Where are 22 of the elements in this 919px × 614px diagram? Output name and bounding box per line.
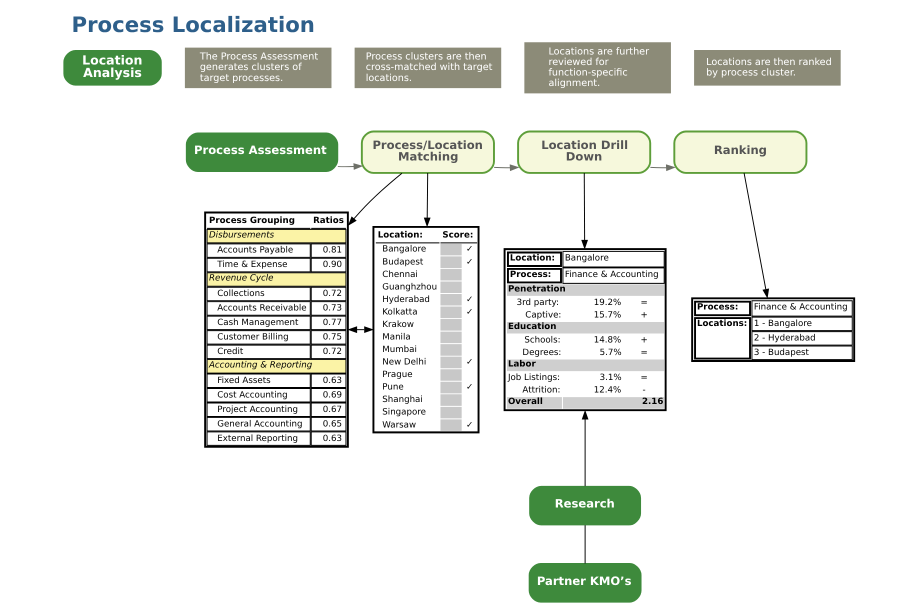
node-box: The Process Assessment generates clusters of target processes. (184, 48, 332, 88)
diagram-title: Process Localization (72, 12, 315, 38)
node-box: Locations are further reviewed for function-specific alignment. (524, 42, 671, 94)
node-box: Research (529, 486, 642, 526)
arrow (650, 164, 676, 172)
arrow (744, 172, 770, 299)
arrow (581, 172, 588, 250)
node-box: Ranking (673, 130, 808, 174)
arrow (582, 410, 588, 487)
node-box: Location Analysis (63, 50, 162, 86)
node-box: Process clusters are then cross-matched with target locations. (354, 48, 502, 88)
node-box: Partner KMO’s (528, 563, 642, 603)
arrow (424, 172, 431, 228)
node-box: Locations are then ranked by process cluster. (694, 50, 841, 86)
node-box: Process Assessment (186, 132, 338, 172)
connector (584, 524, 586, 564)
node-box: Process/Location Matching (360, 130, 495, 174)
node-box: Location Drill Down (517, 130, 652, 174)
arrow (337, 163, 364, 170)
arrow (494, 164, 520, 172)
arrow (347, 326, 374, 334)
arrow (348, 172, 402, 226)
